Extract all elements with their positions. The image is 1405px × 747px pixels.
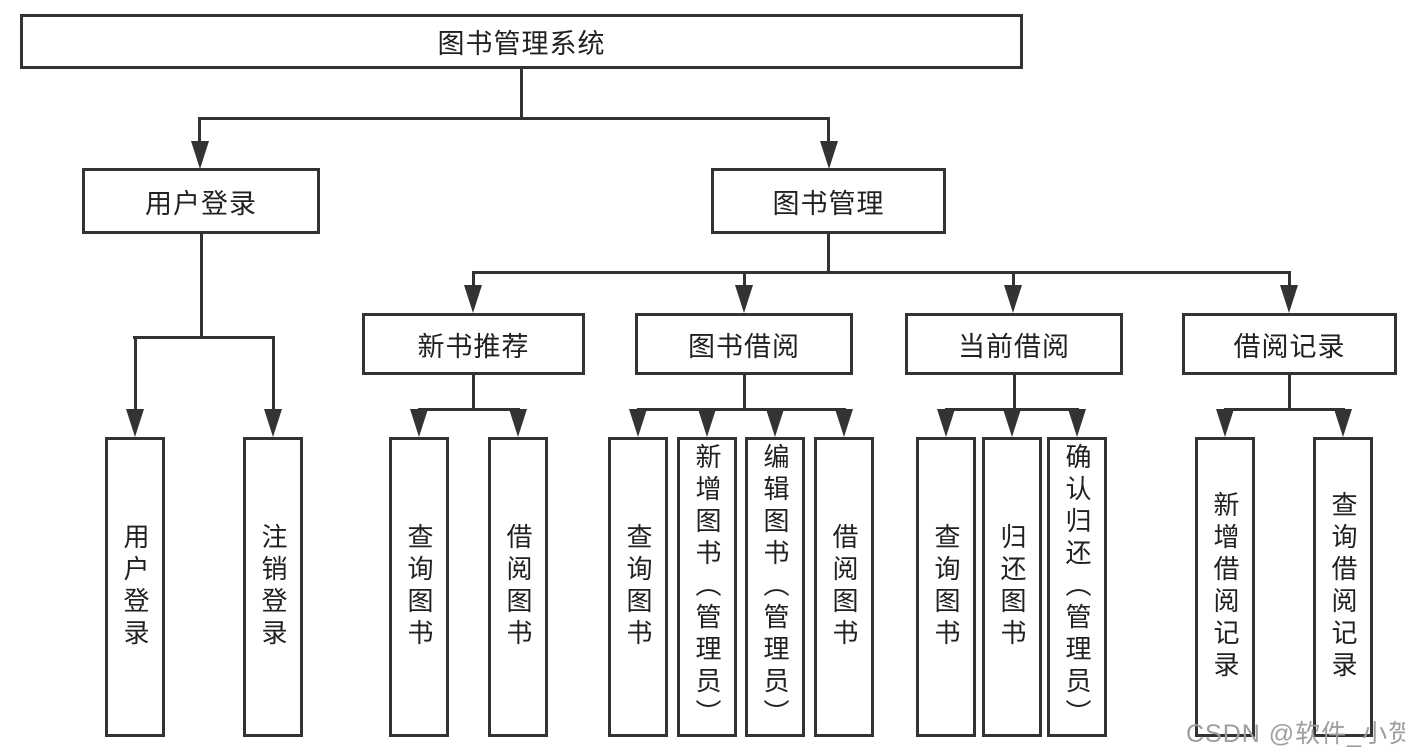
node-bb-borrow-label: 借阅图书: [829, 523, 859, 651]
arrowhead-bb-query: [629, 409, 647, 437]
connector-root-stem: [520, 68, 523, 119]
node-bb-edit-label: 编辑图书（管理员）: [760, 443, 790, 731]
connector-bookborrow-bar: [637, 408, 846, 411]
node-ul-login: 用户登录: [105, 437, 165, 737]
arrowhead-bb-borrow: [835, 409, 853, 437]
connector-borrowrecord-stem: [1288, 374, 1291, 411]
arrowhead-cb-query: [937, 409, 955, 437]
node-br-query-label: 查询借阅记录: [1328, 491, 1358, 683]
node-new-book-recommend: 新书推荐: [362, 313, 585, 375]
arrowhead-bb-edit: [766, 409, 784, 437]
arrowhead-br-add: [1216, 409, 1234, 437]
connector-borrowrecord-bar: [1224, 408, 1345, 411]
node-cb-query: 查询图书: [916, 437, 976, 737]
node-nb-query-label: 查询图书: [404, 523, 434, 651]
node-nb-borrow: 借阅图书: [488, 437, 548, 737]
connector-userlogin-bar: [133, 336, 275, 339]
arrowhead-br-query: [1334, 409, 1352, 437]
node-ul-logout-label: 注销登录: [258, 523, 288, 651]
arrowhead-nb-query: [410, 409, 428, 437]
arrowhead-bookborrow: [735, 285, 753, 313]
node-cb-query-label: 查询图书: [931, 523, 961, 651]
node-user-login: 用户登录: [82, 168, 320, 234]
node-borrow-record: 借阅记录: [1182, 313, 1397, 375]
connector-newbook-arm: [472, 271, 475, 286]
connector-ullogin-arm: [134, 336, 137, 410]
connector-level1-bar: [198, 117, 830, 120]
arrowhead-cb-confirm: [1068, 409, 1086, 437]
node-current-borrow-label: 当前借阅: [958, 331, 1070, 362]
connector-currentborrow-stem: [1013, 374, 1016, 411]
arrowhead-bb-add: [698, 409, 716, 437]
connector-userlogin-arm: [198, 117, 201, 143]
node-ul-login-label: 用户登录: [120, 523, 150, 651]
connector-ullogout-arm: [272, 336, 275, 410]
arrowhead-bookmgmt: [820, 141, 838, 169]
node-bb-query: 查询图书: [608, 437, 668, 737]
node-book-management: 图书管理: [711, 168, 946, 234]
connector-bookborrow-arm: [743, 271, 746, 286]
node-br-query: 查询借阅记录: [1313, 437, 1373, 737]
node-bb-add: 新增图书（管理员）: [677, 437, 737, 737]
node-root-label: 图书管理系统: [437, 29, 606, 59]
arrowhead-userlogin: [191, 141, 209, 169]
node-root: 图书管理系统: [20, 14, 1023, 69]
connector-newbook-bar: [418, 408, 520, 411]
arrowhead-newbook: [464, 285, 482, 313]
node-bb-add-label: 新增图书（管理员）: [692, 443, 722, 731]
connector-bookborrow-stem: [743, 374, 746, 411]
node-book-management-label: 图书管理: [772, 188, 885, 219]
node-book-borrow: 图书借阅: [635, 313, 853, 375]
node-book-borrow-label: 图书借阅: [688, 331, 800, 362]
node-bb-edit: 编辑图书（管理员）: [745, 437, 805, 737]
node-br-add-label: 新增借阅记录: [1210, 491, 1240, 683]
node-nb-borrow-label: 借阅图书: [503, 523, 533, 651]
node-cb-return-label: 归还图书: [997, 523, 1027, 651]
node-ul-logout: 注销登录: [243, 437, 303, 737]
connector-newbook-stem: [472, 374, 475, 411]
node-current-borrow: 当前借阅: [905, 313, 1123, 375]
node-user-login-label: 用户登录: [145, 188, 257, 219]
node-nb-query: 查询图书: [389, 437, 449, 737]
arrowhead-ullogout: [264, 409, 282, 437]
connector-bookmgmt-arm: [827, 117, 830, 143]
node-new-book-recommend-label: 新书推荐: [417, 331, 530, 362]
node-br-add: 新增借阅记录: [1195, 437, 1255, 737]
node-cb-confirm: 确认归还（管理员）: [1047, 437, 1107, 737]
node-bb-query-label: 查询图书: [623, 523, 653, 651]
node-borrow-record-label: 借阅记录: [1233, 331, 1346, 362]
arrowhead-nb-borrow: [509, 409, 527, 437]
connector-userlogin-stem: [200, 233, 203, 338]
connector-borrowrecord-arm: [1288, 271, 1291, 286]
arrowhead-currentborrow: [1004, 285, 1022, 313]
arrowhead-cb-return: [1003, 409, 1021, 437]
connector-bookmgmt-stem: [827, 234, 830, 272]
csdn-watermark: CSDN @软件_小贺同学: [1186, 720, 1405, 747]
connector-level2-bar: [472, 271, 1290, 274]
node-bb-borrow: 借阅图书: [814, 437, 874, 737]
node-cb-confirm-label: 确认归还（管理员）: [1062, 443, 1092, 731]
node-cb-return: 归还图书: [982, 437, 1042, 737]
connector-currentborrow-arm: [1012, 271, 1015, 286]
arrowhead-ullogin: [126, 409, 144, 437]
arrowhead-borrowrecord: [1280, 285, 1298, 313]
